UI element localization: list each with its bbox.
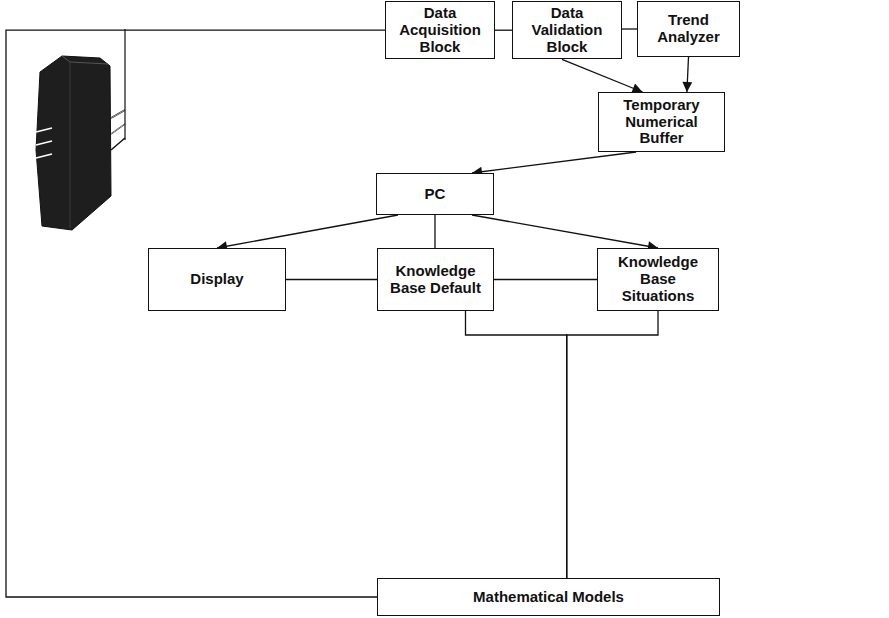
connector-line <box>6 30 385 597</box>
connector-line <box>622 28 637 29</box>
box-label: Data Acquisition Block <box>386 5 494 55</box>
process-box: Trend Analyzer <box>637 1 740 57</box>
process-box: Data Validation Block <box>512 1 622 59</box>
connector-line <box>286 279 377 280</box>
connector-arrow <box>687 57 689 92</box>
box-label: Temporary Numerical Buffer <box>599 97 724 147</box>
connector-line <box>466 311 567 578</box>
box-label: Data Validation Block <box>513 5 621 55</box>
box-label: Mathematical Models <box>378 589 719 606</box>
process-box: Temporary Numerical Buffer <box>598 92 725 152</box>
process-box: PC <box>376 173 494 215</box>
box-label: PC <box>377 186 493 203</box>
process-box: Display <box>148 248 286 311</box>
connector-arrow <box>472 152 636 173</box>
connector-line <box>567 311 658 578</box>
connector-arrow <box>217 215 398 248</box>
connector-arrow <box>472 215 658 248</box>
connector-line <box>434 215 435 248</box>
process-box: Mathematical Models <box>377 578 720 616</box>
process-box: Knowledge Base Situations <box>597 248 719 311</box>
box-label: Knowledge Base Default <box>378 263 493 297</box>
connector-line <box>494 279 597 280</box>
box-label: Trend Analyzer <box>638 12 739 46</box>
box-label: Knowledge Base Situations <box>598 254 718 304</box>
plant-illustration <box>36 29 125 230</box>
connector-line <box>495 30 512 31</box>
box-label: Display <box>149 271 285 288</box>
connector-arrow <box>562 59 642 92</box>
process-box: Knowledge Base Default <box>377 248 494 311</box>
process-box: Data Acquisition Block <box>385 1 495 59</box>
